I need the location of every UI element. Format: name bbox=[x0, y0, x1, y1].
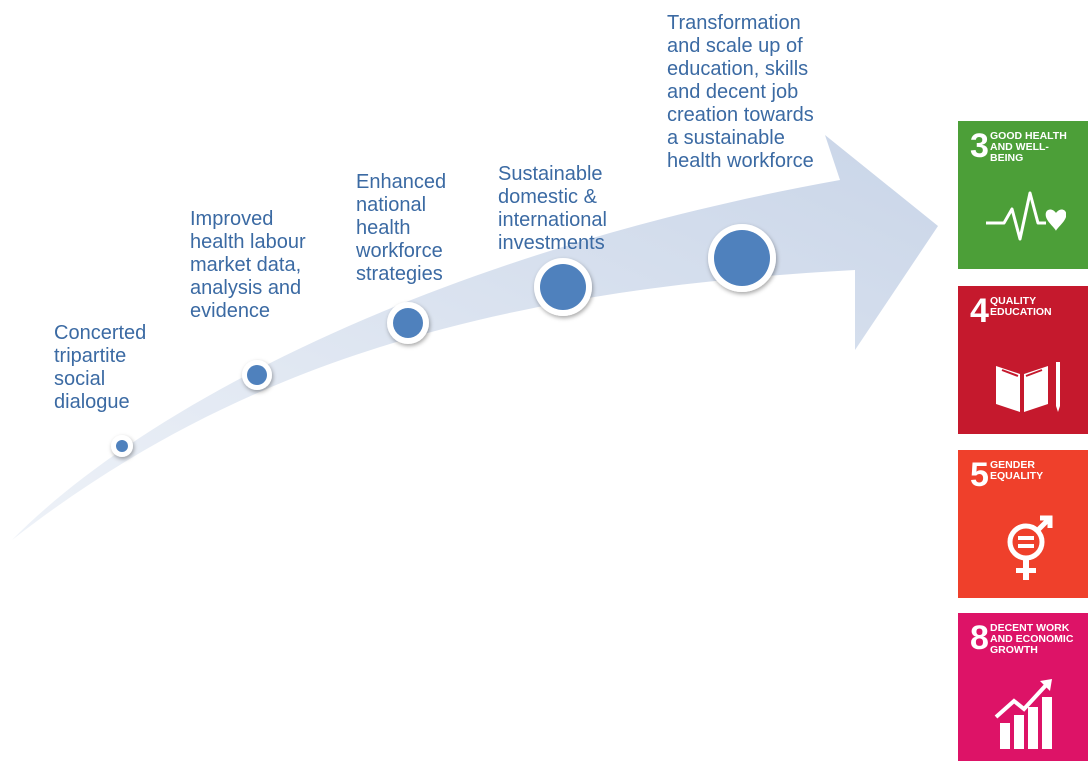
sdg-number: 3 bbox=[970, 127, 989, 165]
sdg-tile-3: 3 GOOD HEALTH AND WELL- BEING bbox=[958, 121, 1088, 269]
stage-dot-1-fill bbox=[116, 440, 128, 452]
stage-dot-3-fill bbox=[393, 308, 423, 338]
stage-dot-5-fill bbox=[714, 230, 770, 286]
sdg-title: QUALITY EDUCATION bbox=[990, 295, 1052, 318]
sdg-number: 4 bbox=[970, 292, 989, 330]
growth-chart-icon bbox=[994, 679, 1052, 749]
arrow-body bbox=[12, 135, 938, 540]
stage-label-2: Improved health labour market data, anal… bbox=[190, 208, 306, 322]
sdg-number: 5 bbox=[970, 456, 989, 494]
gender-equality-icon bbox=[1007, 515, 1053, 580]
stage-label-1: Concerted tripartite social dialogue bbox=[54, 322, 147, 413]
stage-label-3: Enhanced national health workforce strat… bbox=[356, 171, 447, 285]
sdg-number: 8 bbox=[970, 619, 989, 657]
stage-dots bbox=[111, 224, 776, 457]
sdg-title: GENDER EQUALITY bbox=[990, 459, 1044, 482]
stage-dot-4-fill bbox=[540, 264, 586, 310]
book-pencil-icon bbox=[996, 362, 1060, 412]
sdg-title: GOOD HEALTH AND WELL- BEING bbox=[990, 130, 1067, 164]
sdg-title: DECENT WORK AND ECONOMIC GROWTH bbox=[990, 622, 1074, 656]
sdg-tile-4: 4 QUALITY EDUCATION bbox=[958, 286, 1088, 434]
stage-dot-2-fill bbox=[247, 365, 267, 385]
sdg-tile-5: 5 GENDER EQUALITY bbox=[958, 450, 1088, 598]
heartbeat-icon bbox=[986, 191, 1066, 241]
stage-label-5: Transformation and scale up of education… bbox=[667, 12, 814, 172]
sdg-tile-8: 8 DECENT WORK AND ECONOMIC GROWTH bbox=[958, 613, 1088, 761]
stage-label-4: Sustainable domestic & international inv… bbox=[498, 163, 607, 254]
